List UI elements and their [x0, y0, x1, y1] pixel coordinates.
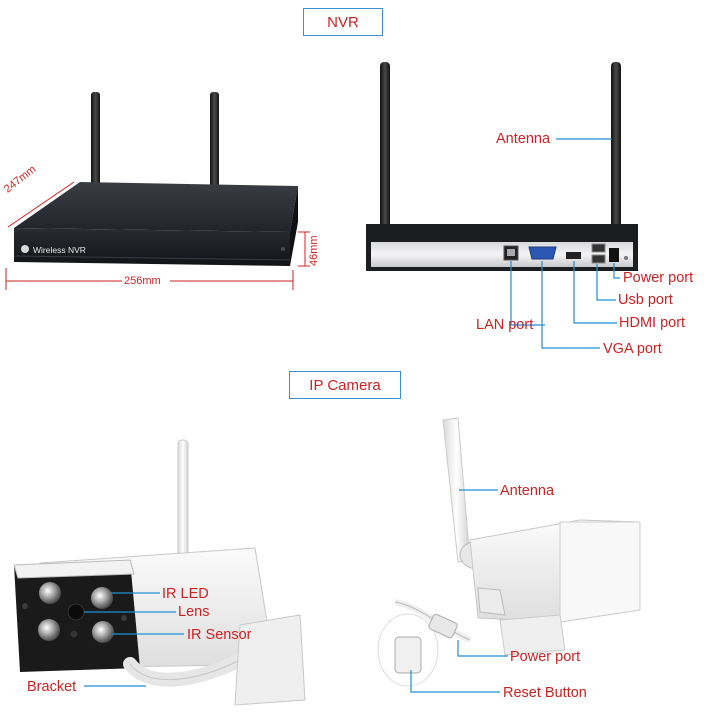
- nvr-power-port-label: Power port: [623, 270, 694, 286]
- nvr-top-surface: [14, 182, 298, 232]
- camera-antenna-label: Antenna: [500, 483, 555, 499]
- nvr-back-antenna-right: [611, 62, 621, 240]
- nvr-led-icon: [281, 247, 285, 251]
- usb-port-icon: [591, 243, 606, 253]
- camera-back-callout-lines: [410, 489, 508, 693]
- nvr-side-panel: [290, 186, 298, 266]
- nvr-callout-lines: [510, 138, 620, 349]
- camera-power-port-label: Power port: [510, 649, 581, 665]
- nvr-front-antenna-left: [91, 92, 100, 192]
- depth-dimension-line: [7, 181, 75, 228]
- ip-camera-section-title: IP Camera: [289, 371, 401, 399]
- nvr-section-title: NVR: [303, 8, 383, 36]
- power-port-icon: [609, 248, 619, 262]
- nvr-logo-icon: [21, 245, 29, 253]
- camera-front-view: [13, 439, 306, 706]
- nvr-front-antenna-right: [210, 92, 219, 192]
- nvr-antenna-label: Antenna: [496, 131, 551, 147]
- lens-icon: [67, 603, 85, 621]
- ir-led-1-icon: [39, 582, 61, 604]
- ir-sensor-icon: [70, 630, 78, 638]
- nvr-back-antenna-left: [380, 62, 390, 240]
- nvr-back-panel: [371, 242, 633, 267]
- nvr-front-view: [5, 92, 310, 290]
- ir-led-label: IR LED: [162, 586, 209, 602]
- camera-back-view: [377, 417, 641, 693]
- lens-label: Lens: [178, 604, 210, 620]
- usb-port-label: Usb port: [618, 292, 673, 308]
- bracket-label: Bracket: [27, 679, 77, 695]
- lan-port-label: LAN port: [476, 317, 534, 333]
- vga-port-label: VGA port: [603, 341, 662, 357]
- ir-led-3-icon: [38, 619, 60, 641]
- camera-front-callout-lines: [84, 592, 184, 687]
- height-dimension-label: 46mm: [308, 235, 320, 266]
- hdmi-port-label: HDMI port: [619, 315, 686, 331]
- vga-port-icon: [528, 246, 557, 260]
- camera-front-antenna: [177, 439, 189, 571]
- camera-power-connector-icon: [428, 613, 458, 639]
- nvr-back-view: [366, 62, 638, 349]
- camera-wall-mount: [234, 614, 306, 706]
- reset-button-icon: [394, 636, 422, 674]
- nvr-brand-text: Wireless NVR: [33, 245, 86, 255]
- ir-led-4-icon: [92, 621, 114, 643]
- width-dimension-label: 256mm: [124, 275, 161, 287]
- ir-sensor-label: IR Sensor: [187, 627, 252, 643]
- ir-led-2-icon: [91, 587, 113, 609]
- hdmi-port-icon: [566, 252, 581, 259]
- reset-button-label: Reset Button: [503, 685, 587, 701]
